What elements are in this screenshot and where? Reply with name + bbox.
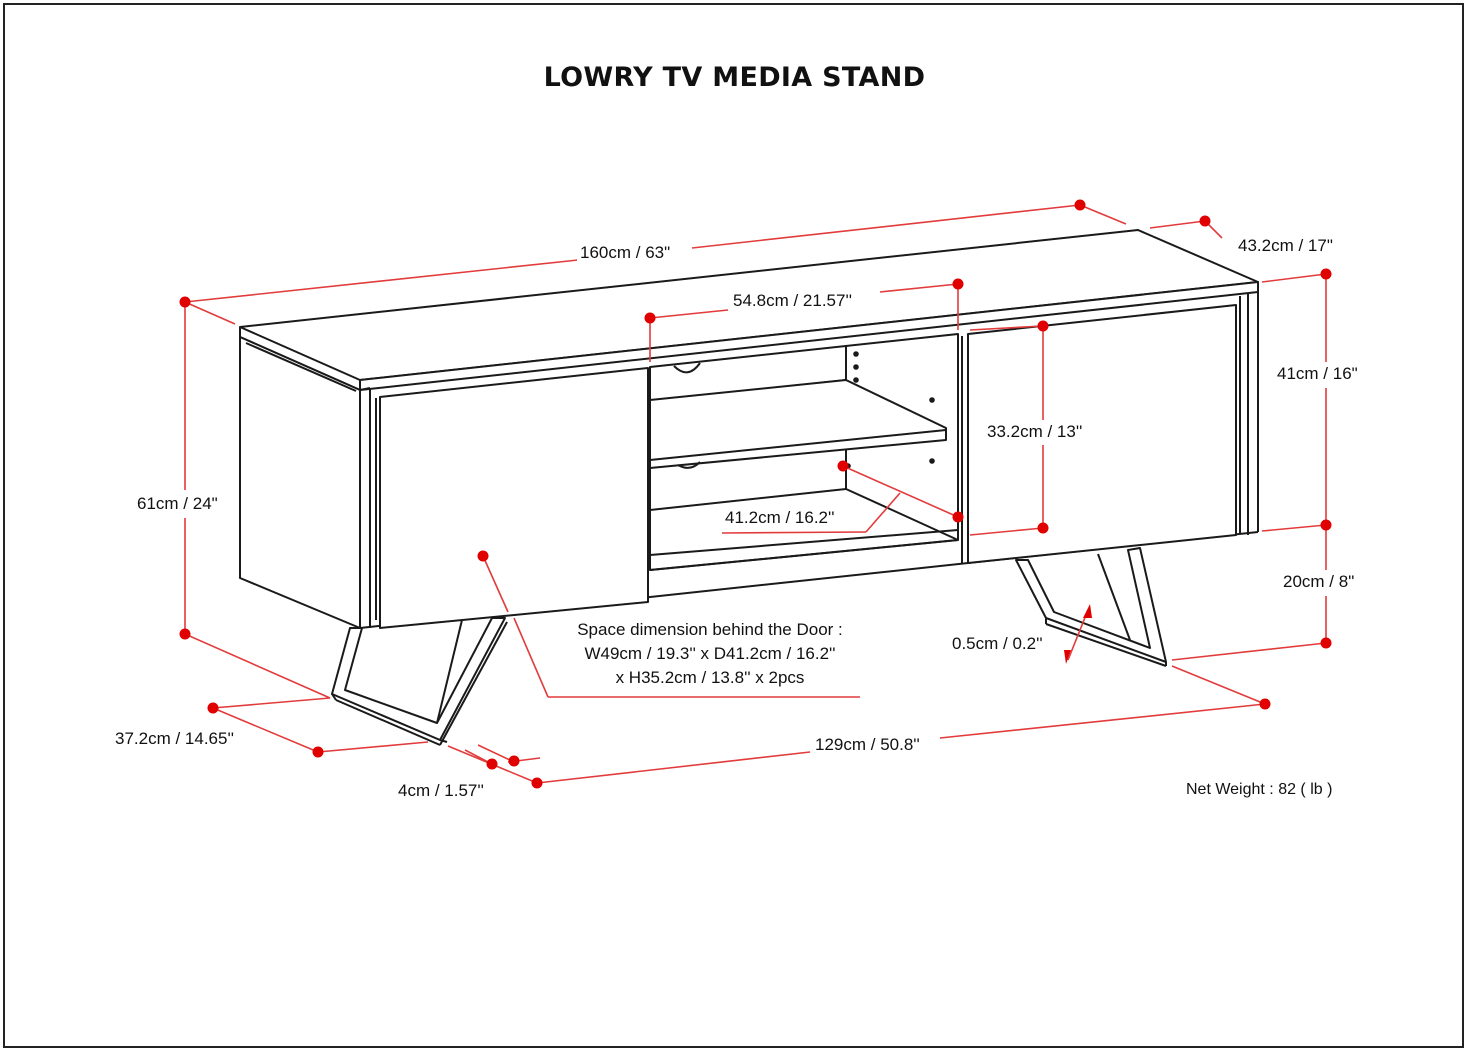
label-cabinet-height: 41cm / 16" bbox=[1274, 364, 1361, 384]
dot bbox=[1320, 519, 1332, 531]
door-space-line-1: Space dimension behind the Door : bbox=[577, 620, 843, 639]
dot bbox=[486, 758, 498, 770]
label-width: 160cm / 63" bbox=[577, 243, 674, 263]
label-leg-depth: 37.2cm / 14.65'' bbox=[112, 729, 237, 749]
dot bbox=[1074, 199, 1086, 211]
net-weight: Net Weight : 82 ( lb ) bbox=[1186, 781, 1333, 798]
left-door bbox=[379, 367, 649, 629]
left-side-panel bbox=[239, 336, 361, 629]
door-space-line-2: W49cm / 19.3'' x D41.2cm / 16.2'' bbox=[584, 644, 836, 663]
door-space-note: Space dimension behind the Door : W49cm … bbox=[540, 618, 880, 690]
dot bbox=[477, 550, 489, 562]
left-leg bbox=[331, 617, 508, 746]
thickness-arrows bbox=[1064, 604, 1092, 664]
label-leg-thickness: 0.5cm / 0.2'' bbox=[949, 634, 1046, 654]
dot bbox=[1259, 698, 1271, 710]
dot bbox=[531, 777, 543, 789]
label-opening-width: 54.8cm / 21.57'' bbox=[730, 291, 855, 311]
dot bbox=[508, 755, 520, 767]
dot bbox=[1037, 522, 1049, 534]
dot bbox=[179, 296, 191, 308]
dot bbox=[644, 312, 656, 324]
label-opening-height: 33.2cm / 13'' bbox=[984, 422, 1086, 442]
dimension-lines bbox=[184, 204, 1327, 784]
label-leg-span: 129cm / 50.8'' bbox=[812, 735, 923, 755]
diagram-frame bbox=[3, 3, 1464, 1048]
label-leg-width: 4cm / 1.57'' bbox=[395, 781, 487, 801]
door-space-line-3: x H35.2cm / 13.8'' x 2pcs bbox=[615, 668, 805, 687]
label-height-total: 61cm / 24" bbox=[134, 494, 221, 514]
dot bbox=[1199, 215, 1211, 227]
diagram-title: LOWRY TV MEDIA STAND bbox=[543, 62, 926, 93]
dot bbox=[952, 511, 964, 523]
right-leg bbox=[1015, 547, 1167, 667]
label-depth-top: 43.2cm / 17" bbox=[1235, 236, 1336, 256]
right-door bbox=[967, 304, 1237, 564]
label-opening-depth: 41.2cm / 16.2'' bbox=[722, 508, 838, 528]
dot bbox=[1037, 320, 1049, 332]
dot bbox=[207, 702, 219, 714]
dot bbox=[1320, 268, 1332, 280]
dot bbox=[1320, 637, 1332, 649]
label-leg-height: 20cm / 8" bbox=[1280, 572, 1358, 592]
dot bbox=[952, 278, 964, 290]
dimension-dots bbox=[179, 199, 1332, 789]
middle-shelf bbox=[649, 379, 947, 469]
dot bbox=[837, 460, 849, 472]
dot bbox=[179, 628, 191, 640]
dot bbox=[312, 746, 324, 758]
